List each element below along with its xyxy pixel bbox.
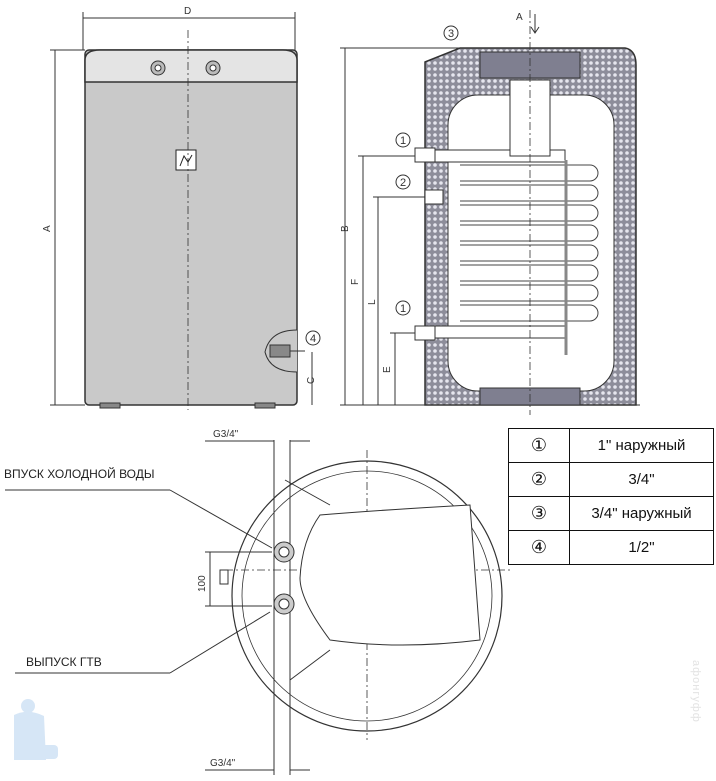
dim-e-label: E <box>382 366 393 373</box>
top-cap <box>84 49 298 83</box>
top-view <box>5 440 510 775</box>
dim-d-label: D <box>184 6 191 17</box>
callout-1-bottom: 1 <box>400 303 406 315</box>
row-size: 1/2" <box>569 530 714 565</box>
thread-top-label: G3/4" <box>213 429 239 440</box>
view-arrow-label: A <box>516 12 523 23</box>
row-number: ① <box>508 428 570 463</box>
callout-4: 4 <box>310 333 316 345</box>
row-number: ④ <box>508 530 570 565</box>
thread-bottom-label: G3/4" <box>210 758 236 769</box>
front-view <box>50 12 321 410</box>
dim-a-label: A <box>42 225 53 232</box>
row-size: 3/4" наружный <box>569 496 714 531</box>
plumber-watermark-icon <box>14 699 58 760</box>
heating-coil <box>460 164 599 322</box>
dim-b-label: B <box>340 225 351 232</box>
callout-4-circle <box>305 330 321 346</box>
row-number: ② <box>508 462 570 497</box>
row-number: ③ <box>508 496 570 531</box>
watermark-text: афонгуфф <box>690 660 702 723</box>
callout-2: 2 <box>400 177 406 189</box>
brand-badge-icon <box>175 149 197 171</box>
row-size: 1" наружный <box>569 428 714 463</box>
dim-c-label: C <box>306 377 317 384</box>
dim-f-label: F <box>350 279 361 285</box>
hot-outlet-label: ВЫПУСК ГТВ <box>26 655 102 669</box>
row-size: 3/4" <box>569 462 714 497</box>
callout-3: 3 <box>448 28 454 40</box>
dim-l-label: L <box>367 299 378 305</box>
callout-1-top: 1 <box>400 135 406 147</box>
section-view <box>340 10 640 415</box>
spacing-100-label: 100 <box>197 575 208 592</box>
cold-inlet-label: ВПУСК ХОЛОДНОЙ ВОДЫ <box>4 466 155 481</box>
